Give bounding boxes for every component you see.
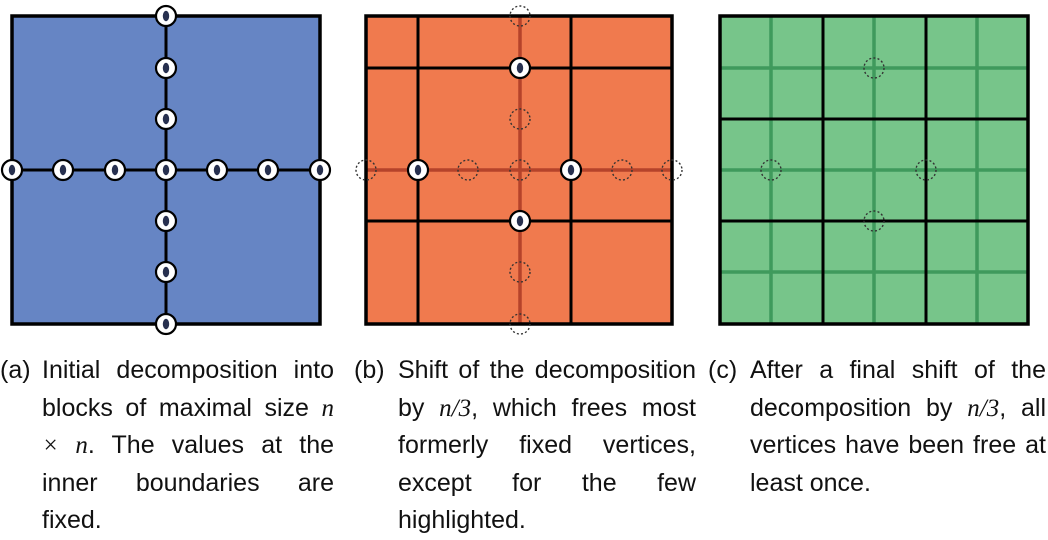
caption-c-text-post: , all vertices have been free at least o…	[750, 393, 1046, 497]
caption-a-text: Initial decomposition into blocks of max…	[42, 352, 334, 540]
panel-a-fixed-vertex-h4-dot	[264, 164, 272, 176]
panel-b-freed-vertex-5	[355, 159, 377, 181]
panel-a-fixed-vertex-h1-dot	[59, 164, 67, 176]
panel-b-freed-vertex-2	[509, 159, 531, 181]
caption-c-text-pre: After a final shift of the decomposition…	[750, 356, 1046, 422]
panel-a-fixed-vertex-v3-dot	[162, 164, 170, 176]
panel-a-fixed-vertex-v5-dot	[162, 266, 170, 278]
caption-a-text-post: . The values at the inner boundaries are…	[42, 431, 334, 534]
panel-b-freed-vertex-4	[509, 313, 531, 335]
caption-c-math: n/3	[967, 394, 1000, 422]
panel-b-freed-vertex-7	[611, 159, 633, 181]
panel-b-freed-vertex-0	[509, 5, 531, 27]
panel-a-fixed-vertex-v4-dot	[162, 215, 170, 227]
panel-a-fixed-vertex-h2-dot	[111, 164, 119, 176]
caption-a-math: n × n	[42, 394, 334, 460]
caption-b-text-post: , which frees most formerly fixed ver­ti…	[398, 393, 697, 535]
panel-b-fixed-vertex-3-dot	[516, 215, 524, 227]
decomposition-figure	[0, 4, 1030, 336]
caption-a-text-pre: Initial decomposition into blocks of max…	[42, 356, 334, 422]
panel-a-fixed-vertex-h5-dot	[316, 164, 324, 176]
panel-a-fixed-vertex-v6-dot	[162, 318, 170, 330]
panel-b-freed-vertex-8	[661, 159, 683, 181]
panel-c-square-border	[718, 14, 1030, 326]
caption-a-label: (a)	[0, 356, 31, 384]
caption-b-math: n/3	[439, 394, 472, 422]
panel-b-freed-vertex-6	[457, 159, 479, 181]
caption-b-text: Shift of the decomposi­tion by n/3, whic…	[398, 352, 696, 540]
panel-b-fixed-vertex-1-dot	[414, 164, 422, 176]
panel-b-freed-vertex-1	[509, 108, 531, 130]
panel-c-freed-vertex-1	[760, 159, 782, 181]
caption-b-label: (b)	[354, 356, 385, 384]
panel-a-fixed-vertex-v0-dot	[162, 10, 170, 22]
panel-b-fixed-vertex-0-dot	[516, 62, 524, 74]
panel-b-fixed-vertex-2-dot	[567, 164, 575, 176]
panel-a-fixed-vertex-h0-dot	[8, 164, 16, 176]
caption-c-text: After a final shift of the decomposition…	[750, 352, 1046, 502]
panel-a-fixed-vertex-v1-dot	[162, 62, 170, 74]
panel-b-freed-vertex-3	[509, 261, 531, 283]
panel-c-final-shift	[718, 14, 1030, 326]
panel-a-initial-decomposition	[0, 4, 332, 336]
caption-b-text-pre: Shift of the decomposi­tion by	[398, 356, 696, 422]
caption-c-label: (c)	[708, 356, 738, 384]
panel-b-first-shift	[355, 5, 683, 335]
panel-c-freed-vertex-3	[863, 210, 885, 232]
panel-c-freed-vertex-2	[915, 159, 937, 181]
panel-a-fixed-vertex-v2-dot	[162, 113, 170, 125]
panel-b-square-border	[364, 14, 674, 326]
panel-c-freed-vertex-0	[863, 57, 885, 79]
panel-a-fixed-vertex-h3-dot	[213, 164, 221, 176]
